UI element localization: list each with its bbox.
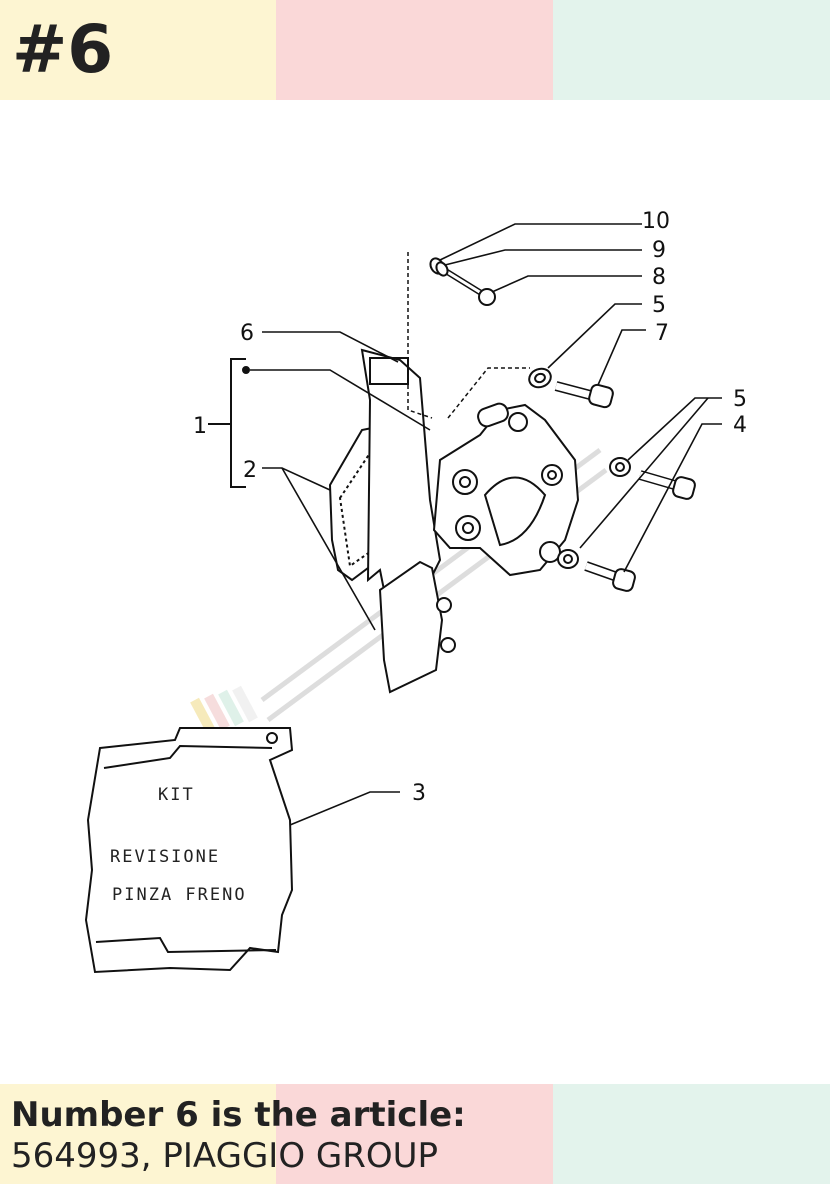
item-number-badge: #6 [12, 11, 114, 88]
svg-text:REVISIONE: REVISIONE [110, 847, 220, 867]
brake-pad-front-part [378, 560, 456, 694]
band-segment-yellow [0, 0, 276, 100]
callout-4: 4 [733, 413, 747, 438]
bolt-4-part [557, 549, 636, 592]
callout-2: 2 [243, 458, 257, 483]
repair-kit-bag-part [84, 727, 294, 974]
kit-bag-text: KIT REVISIONE PINZA FRENO [110, 785, 247, 905]
callout-8: 8 [652, 265, 666, 290]
leader-lines [250, 223, 722, 826]
group-1-bracket [208, 358, 250, 488]
assembly-axis-line [407, 252, 530, 419]
band-segment-yellow [0, 1084, 276, 1184]
callout-labels: 10 9 8 5 7 5 4 6 1 2 3 [193, 209, 747, 806]
band-segment-mint [553, 0, 830, 100]
watermark-logo [190, 685, 258, 735]
band-segment-pink [276, 1084, 553, 1184]
band-segment-mint [553, 1084, 830, 1184]
svg-text:PINZA FRENO: PINZA FRENO [112, 885, 247, 905]
caption-article-number: 564993, PIAGGIO GROUP [11, 1136, 439, 1176]
bolt-right-upper-part [609, 457, 696, 500]
callout-3: 3 [412, 781, 426, 806]
caption-heading: Number 6 is the article: [11, 1095, 466, 1135]
callout-5-upper: 5 [652, 293, 666, 318]
band-segment-pink [276, 0, 553, 100]
svg-text:KIT: KIT [158, 785, 195, 805]
callout-1: 1 [193, 414, 207, 439]
callout-6: 6 [240, 321, 254, 346]
callout-10: 10 [642, 209, 670, 234]
brake-caliper-part [432, 402, 580, 577]
footer-color-band [0, 1084, 830, 1184]
callout-9: 9 [652, 238, 666, 263]
callout-5-lower: 5 [733, 387, 747, 412]
article-caption: Number 6 is the article: 564993, PIAGGIO… [11, 1094, 466, 1176]
header-color-band [0, 0, 830, 100]
callout-7: 7 [655, 321, 669, 346]
bolt-7-part [528, 367, 614, 409]
exploded-parts-diagram: KIT REVISIONE PINZA FRENO 10 9 8 5 7 5 4… [84, 209, 747, 974]
bolt-8-part [429, 257, 496, 306]
